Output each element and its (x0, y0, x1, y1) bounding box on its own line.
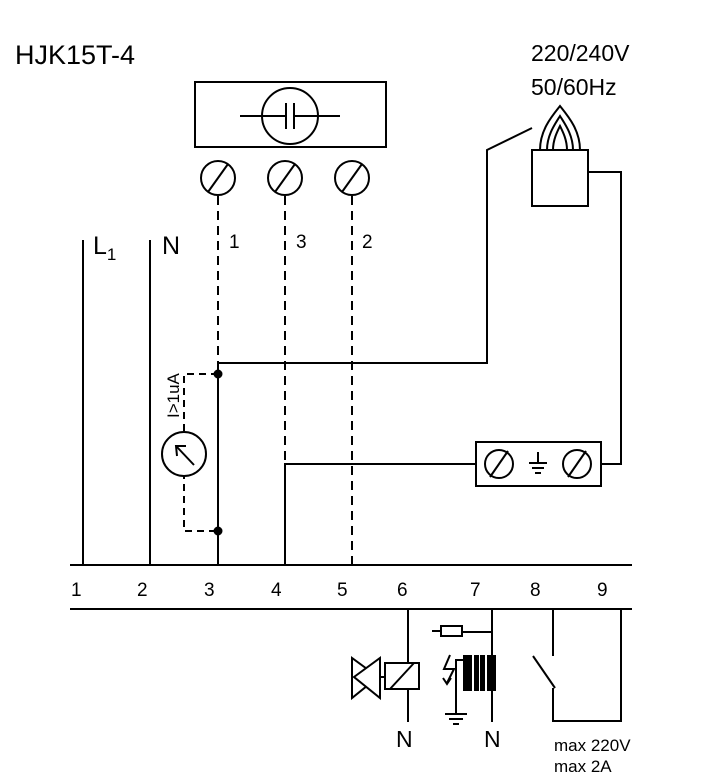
ignition-transformer-icon (432, 609, 496, 722)
supply-frequency-label: 50/60Hz (531, 74, 617, 100)
relay-contact-icon (532, 609, 622, 722)
terminal-number: 5 (337, 580, 348, 601)
terminal-number: 7 (470, 580, 481, 601)
contact-current-rating: max 2A (554, 757, 612, 776)
plug-earth-wire (588, 171, 622, 465)
electrode-number-2: 2 (362, 232, 373, 253)
electrode-leads (217, 196, 353, 565)
electrode-terminal-2 (334, 160, 370, 196)
terminal-number: 9 (597, 580, 608, 601)
terminal-number: 2 (137, 580, 148, 601)
supply-wire (218, 127, 533, 364)
test-meter (161, 369, 223, 536)
electrode-terminal-3 (267, 160, 303, 196)
supply-voltage-label: 220/240V (531, 40, 630, 66)
neutral-label: N (162, 232, 180, 260)
terminal-numbers: 1 2 3 4 5 6 7 8 9 (71, 580, 608, 601)
meter-threshold-label: I>1uA (164, 372, 183, 418)
terminal-number: 1 (71, 580, 82, 601)
terminal-number: 8 (530, 580, 541, 601)
supply-plug-icon (531, 104, 589, 207)
model-title: HJK15T-4 (15, 40, 135, 70)
valve-neutral-label: N (396, 726, 413, 752)
l1-label: L1 (93, 232, 116, 264)
terminal-4-wire (284, 463, 476, 565)
electrode-number-1: 1 (229, 232, 240, 253)
terminal-number: 6 (397, 580, 408, 601)
terminal-number: 3 (204, 580, 215, 601)
contact-voltage-rating: max 220V (554, 736, 631, 755)
transformer-neutral-label: N (484, 726, 501, 752)
earth-icon (529, 452, 547, 474)
electrode-number-3: 3 (296, 232, 307, 253)
ground-icon (445, 713, 467, 725)
electrode-terminal-1 (200, 160, 236, 196)
terminal-number: 4 (271, 580, 282, 601)
flame-sensor-box (194, 81, 387, 148)
solenoid-valve-icon (351, 609, 420, 722)
